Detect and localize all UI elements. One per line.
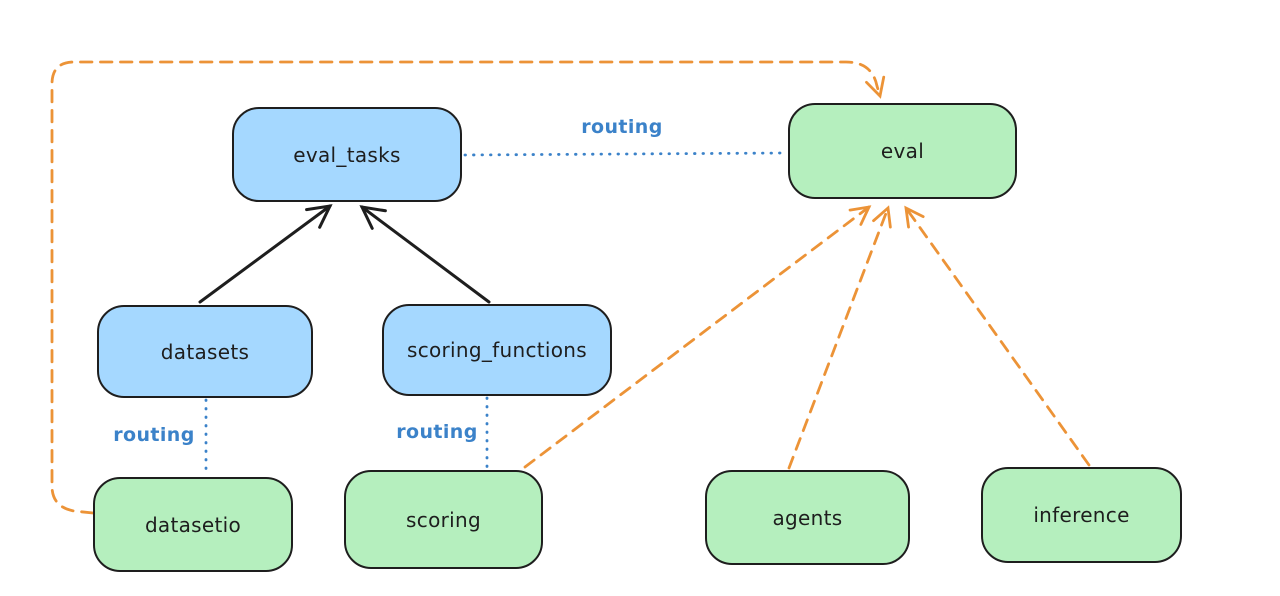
edge-datasets-to-eval-tasks [198, 204, 333, 304]
edge-agents-to-eval [787, 205, 892, 470]
routing-label-eval-tasks-eval: routing [581, 116, 663, 138]
node-eval-tasks: eval_tasks [232, 107, 462, 202]
node-label: datasetio [144, 512, 242, 537]
node-datasets: datasets [97, 305, 313, 398]
node-scoring-functions: scoring_functions [382, 304, 612, 396]
node-label: scoring_functions [406, 338, 588, 362]
node-label: datasets [160, 339, 250, 364]
node-scoring: scoring [344, 470, 543, 569]
node-label: eval [880, 139, 925, 163]
routing-label-scoring-functions-scoring: routing [396, 421, 478, 443]
edge-eval-tasks-to-eval-routing [463, 151, 788, 157]
edge-scoring-functions-to-eval-tasks [359, 205, 491, 304]
routing-label-datasets-datasetio: routing [113, 424, 195, 446]
node-label: scoring [406, 507, 481, 532]
edge-inference-to-eval [904, 205, 1091, 467]
node-label: inference [1033, 503, 1130, 527]
node-agents: agents [705, 470, 910, 565]
node-inference: inference [981, 467, 1182, 563]
node-datasetio: datasetio [93, 477, 293, 572]
node-label: eval_tasks [293, 142, 401, 167]
node-label: agents [772, 505, 843, 530]
node-eval: eval [788, 103, 1017, 199]
